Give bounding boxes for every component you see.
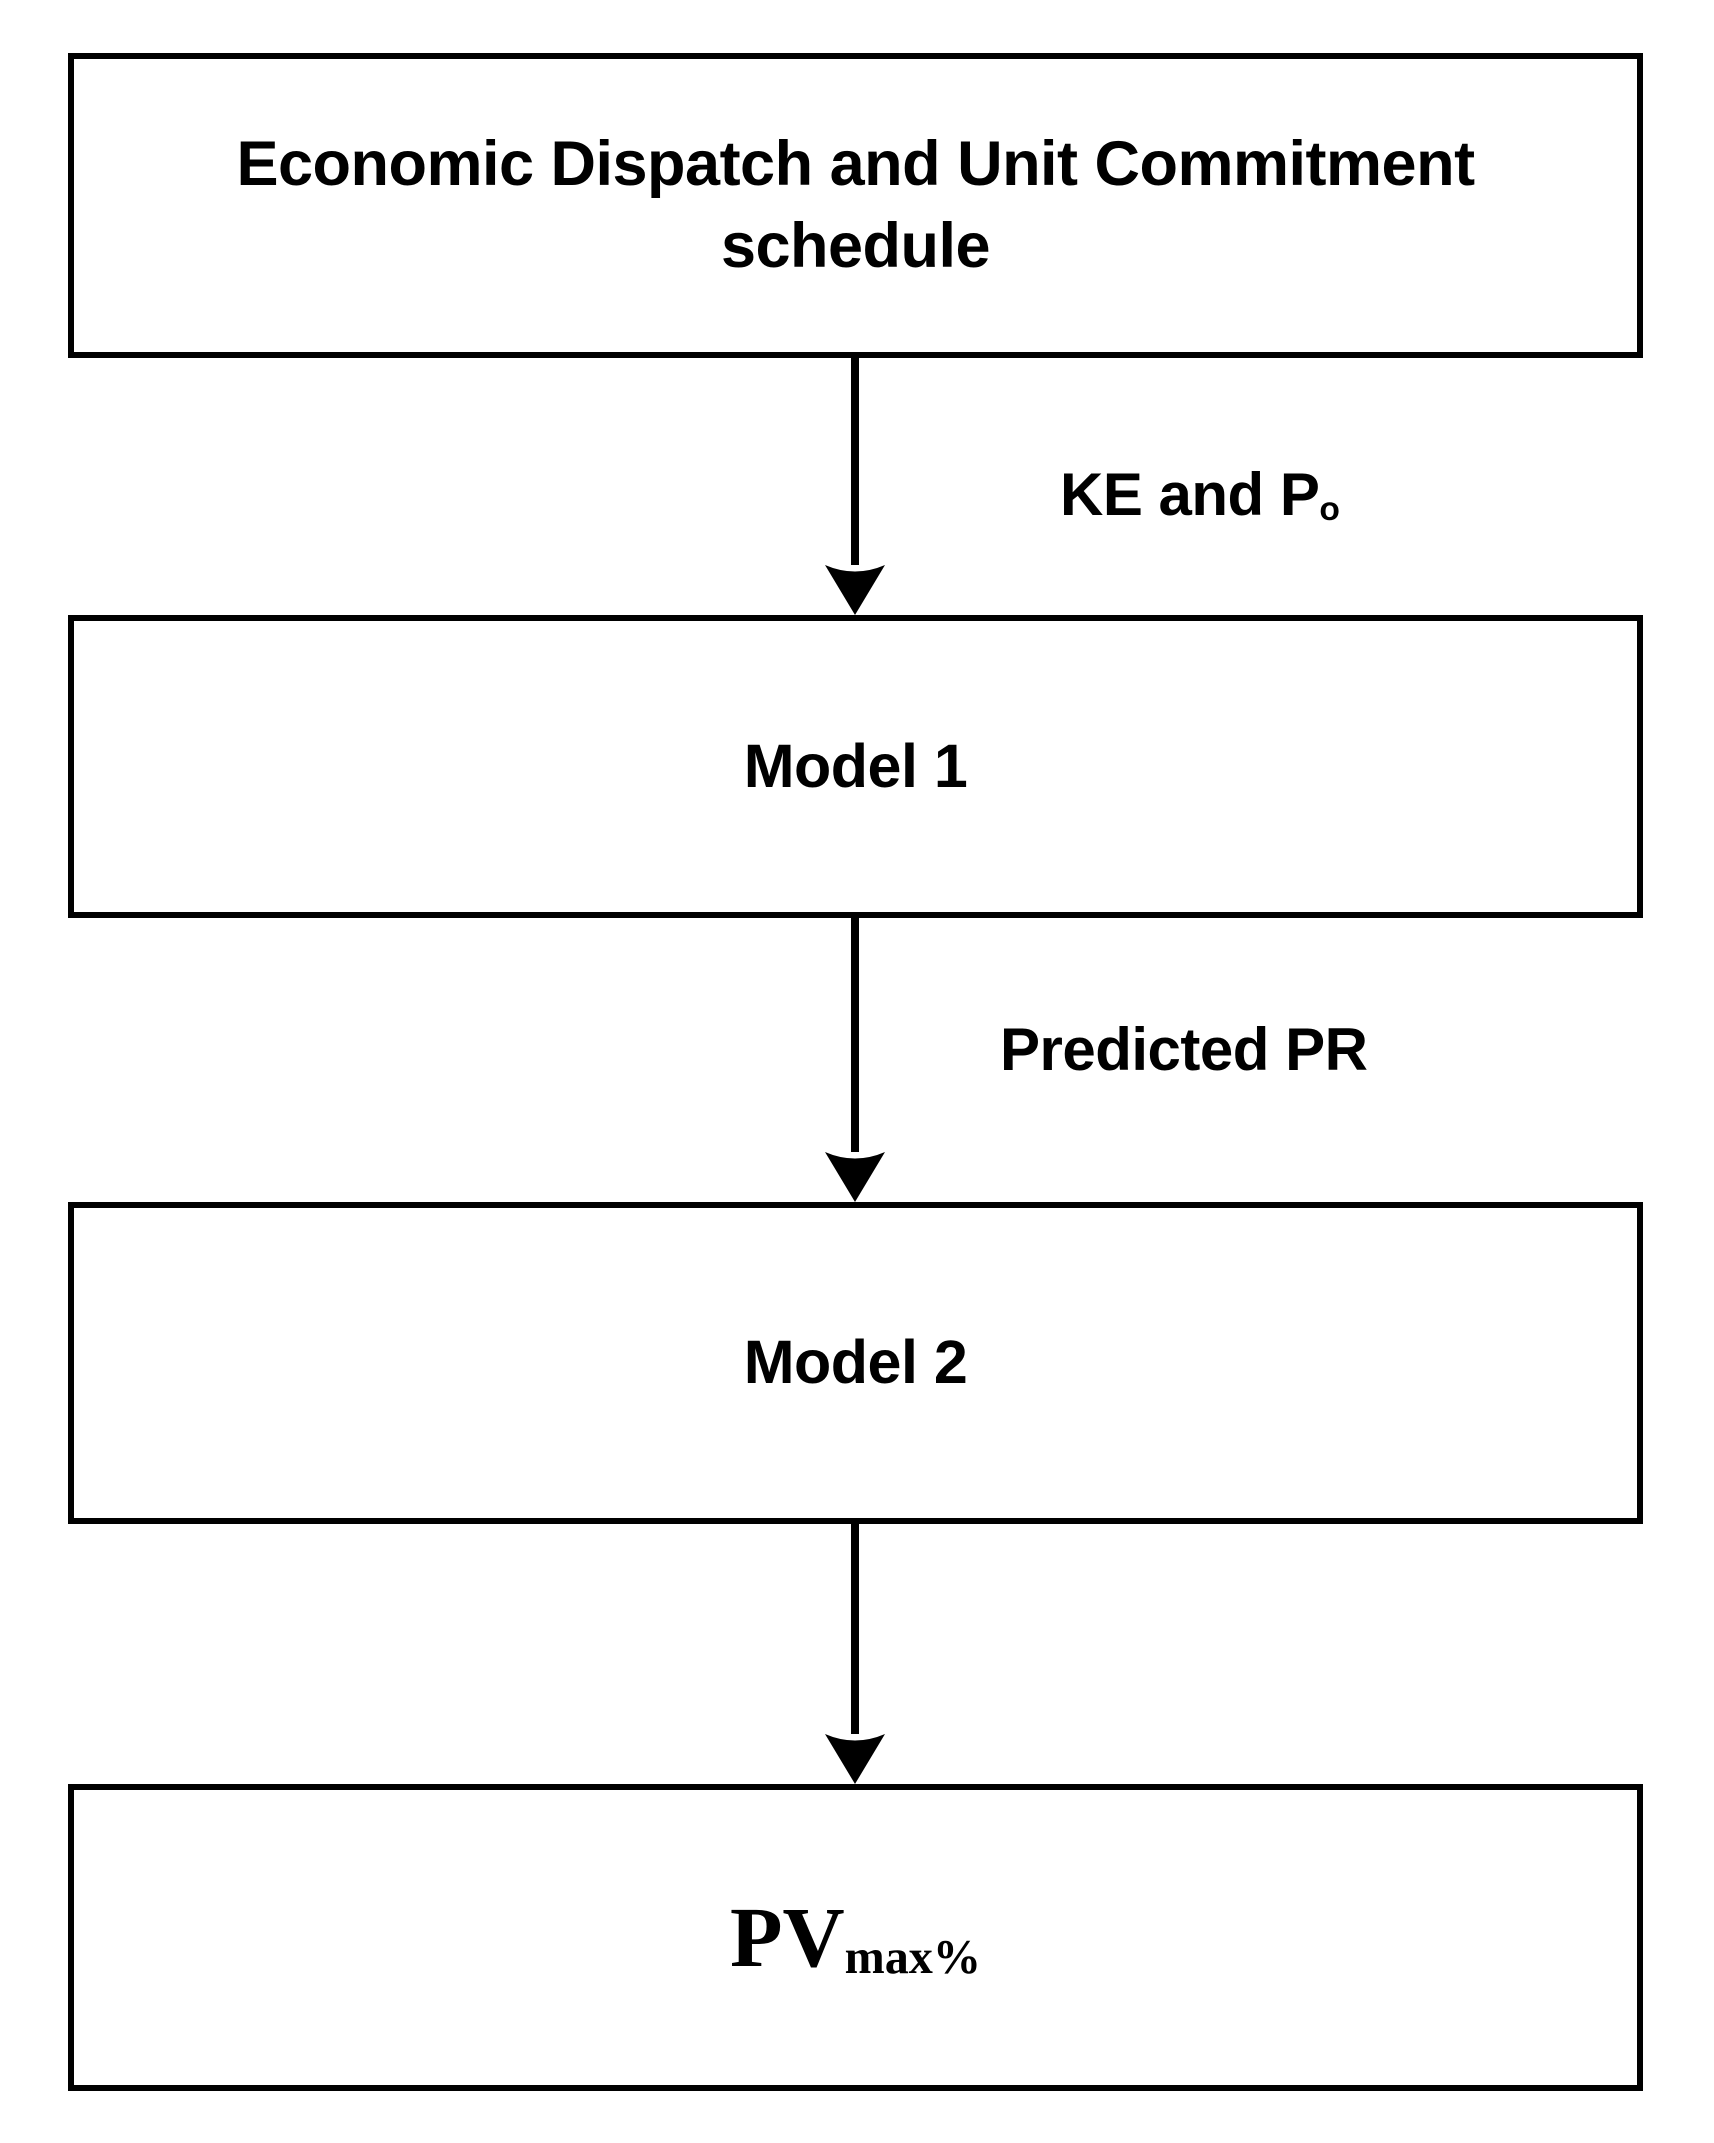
edge-label-ke-and-po-main: KE and P (1060, 461, 1320, 528)
arrow-process-to-model1 (825, 358, 885, 615)
node-pv-max-label-main: PV (729, 1888, 845, 1985)
node-model-1-label: Model 1 (743, 731, 968, 800)
edge-label-ke-and-po: KE and Po (1060, 460, 1340, 529)
edge-label-predicted-pr: Predicted PR (1000, 1015, 1368, 1084)
node-economic-dispatch-box[interactable]: Economic Dispatch and Unit Commitment sc… (68, 53, 1643, 358)
arrow-model1-to-model2 (825, 918, 885, 1202)
node-pv-max-label: PVmax% (730, 1882, 981, 1994)
node-model-1-box[interactable]: Model 1 (68, 615, 1643, 918)
edge-label-predicted-pr-main: Predicted PR (1000, 1016, 1368, 1083)
node-model-2-label: Model 2 (743, 1328, 968, 1397)
node-pv-max-output-box[interactable]: PVmax% (68, 1784, 1643, 2091)
node-pv-max-label-subscript: max% (844, 1931, 982, 1985)
edge-label-ke-and-po-subscript: o (1319, 490, 1340, 528)
node-model-2-box[interactable]: Model 2 (68, 1202, 1643, 1524)
arrow-model2-to-output (825, 1524, 885, 1784)
node-economic-dispatch-label: Economic Dispatch and Unit Commitment sc… (236, 128, 1475, 281)
